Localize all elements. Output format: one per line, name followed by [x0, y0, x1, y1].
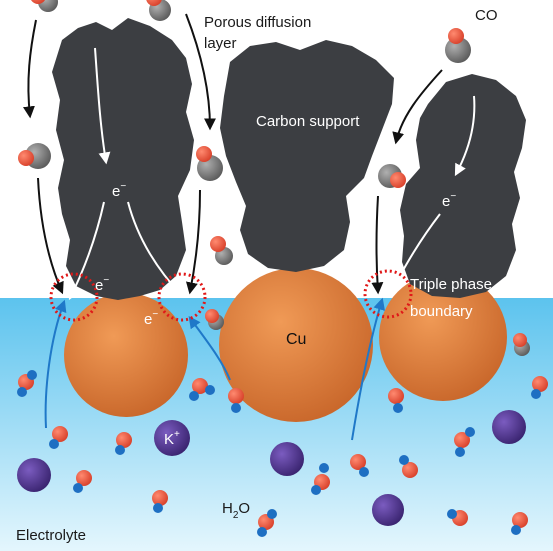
triple-phase-label: Triple phase	[410, 276, 492, 293]
porous-diffusion-label: Porous diffusion	[204, 14, 311, 31]
triple-phase-label-line2: boundary	[410, 303, 473, 320]
water-molecule-icon	[228, 388, 244, 413]
water-molecule-icon	[447, 509, 468, 526]
cu-particle-right	[379, 273, 507, 401]
water-molecule-icon	[49, 426, 68, 449]
carbon-cluster-left	[52, 18, 194, 300]
co-molecule-icon	[18, 143, 51, 169]
cu-particle-left	[64, 293, 188, 417]
water-label: H2O	[222, 500, 250, 521]
co-molecule-icon	[205, 309, 224, 330]
electron-arrow-right-top	[454, 95, 476, 177]
potassium-ion-icon	[372, 494, 404, 526]
water-molecule-icon	[152, 490, 168, 513]
potassium-ion-icon	[492, 410, 526, 444]
water-molecule-icon	[454, 427, 475, 457]
co-arrow-3	[185, 13, 216, 131]
co-arrow-6	[371, 195, 384, 295]
electron-label: e−	[144, 309, 158, 328]
electron-arrow-left-top	[94, 47, 111, 165]
water-molecule-icon	[350, 454, 369, 477]
electron-arrow-left-b	[127, 201, 184, 298]
ion-arrow-center	[188, 316, 231, 381]
co-arrow-1	[22, 19, 37, 119]
co-molecule-icon	[445, 28, 471, 63]
co-label: CO	[475, 7, 498, 24]
triple-boundary-ring-left	[49, 272, 99, 322]
water-molecule-icon	[399, 455, 418, 478]
electron-label: e−	[442, 191, 456, 210]
co-molecule-icon	[146, 0, 171, 21]
cu-label: Cu	[286, 331, 306, 348]
potassium-ion-icon	[270, 442, 304, 476]
electron-label: e−	[95, 275, 109, 294]
co-arrow-5	[392, 69, 443, 145]
carbon-cluster-center	[220, 40, 394, 272]
co-molecule-icon	[31, 0, 58, 12]
water-molecule-icon	[189, 378, 215, 401]
electron-arrow-right-b	[388, 213, 441, 297]
water-molecule-icon	[73, 470, 92, 493]
water-molecule-icon	[388, 388, 404, 413]
water-molecule-icon	[511, 512, 528, 535]
co-arrow-4	[185, 189, 201, 295]
water-molecule-icon	[115, 432, 132, 455]
potassium-label: K+	[164, 429, 180, 448]
co-molecule-icon	[513, 333, 530, 356]
cu-particle-center	[219, 268, 373, 422]
porous-diffusion-label-line2: layer	[204, 35, 237, 52]
electron-arrow-left-a	[68, 201, 105, 301]
triple-boundary-ring-right	[363, 269, 413, 319]
water-molecule-icon	[257, 509, 277, 537]
water-molecule-icon	[17, 370, 37, 397]
co-molecule-icon	[196, 146, 223, 181]
electrolyte-label: Electrolyte	[16, 527, 86, 544]
water-molecule-icon	[311, 463, 330, 495]
carbon-cluster-right	[400, 74, 526, 298]
water-molecule-icon	[531, 376, 548, 399]
triple-boundary-ring-middle	[157, 272, 207, 322]
potassium-ion-icon	[17, 458, 51, 492]
co-arrow-2	[37, 177, 64, 295]
carbon-support-label: Carbon support	[256, 113, 360, 130]
co-molecule-icon	[378, 164, 406, 188]
co-molecule-icon	[210, 236, 233, 265]
potassium-ion-icon	[154, 420, 190, 456]
electron-label: e−	[112, 181, 126, 200]
